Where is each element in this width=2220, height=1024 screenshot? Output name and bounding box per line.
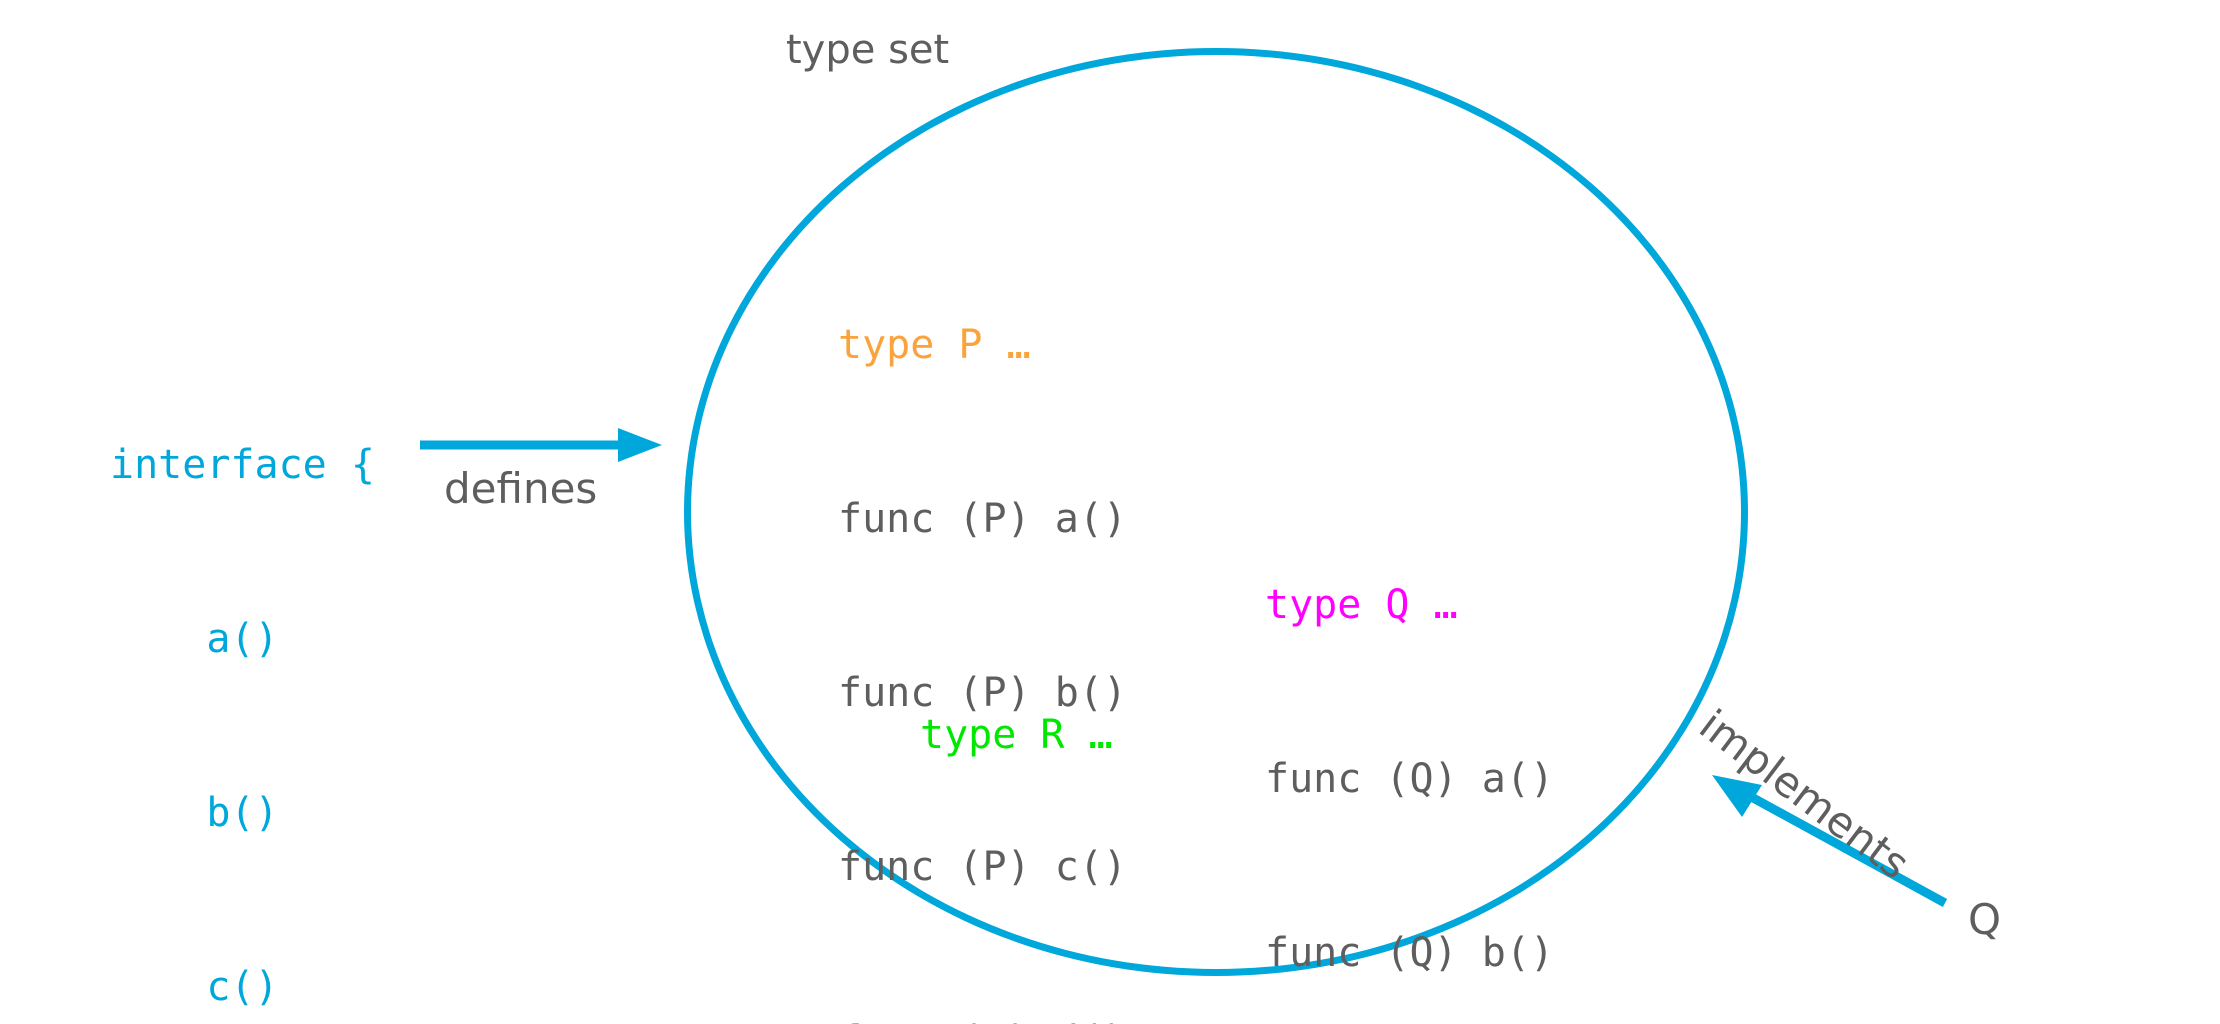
defines-label: defines: [444, 464, 598, 513]
type-p-method-2: func (P) c(): [838, 844, 1127, 890]
interface-line-3: c(): [110, 964, 279, 1010]
type-p-method-1: func (P) b(): [838, 670, 1127, 716]
type-set-label: type set: [786, 27, 950, 73]
type-p-method-0: func (P) a(): [838, 496, 1127, 542]
type-r-block: type R …: [920, 590, 1113, 880]
interface-line-1: a(): [110, 616, 279, 662]
implements-source-label: Q: [1968, 895, 2002, 944]
interface-declaration-block: interface { a() b() c() }: [110, 320, 375, 1024]
type-r-header: type R …: [920, 712, 1113, 758]
implements-arrow-icon: [1712, 775, 1948, 907]
type-p-method-3: func (P) d(): [838, 1012, 1127, 1024]
type-set-ellipse: [684, 48, 1748, 976]
interface-line-0: interface {: [110, 442, 375, 488]
type-q-header: type Q …: [1265, 582, 1458, 628]
type-q-block: type Q … func (Q) a() func (Q) b() func …: [1265, 460, 1554, 1024]
interface-line-2: b(): [110, 790, 279, 836]
type-p-block: type P … func (P) a() func (P) b() func …: [838, 200, 1127, 1024]
type-q-method-0: func (Q) a(): [1265, 756, 1554, 802]
type-p-header: type P …: [838, 322, 1031, 368]
type-q-method-1: func (Q) b(): [1265, 930, 1554, 976]
defines-arrow-icon: [420, 428, 662, 462]
